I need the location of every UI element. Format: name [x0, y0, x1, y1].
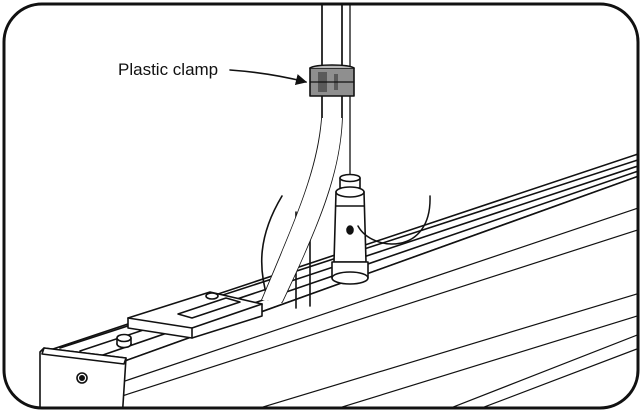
end-cap: [39, 347, 127, 408]
mounting-screw: [116, 333, 132, 349]
side-wire: [357, 195, 431, 245]
callout-label-plastic-clamp: Plastic clamp: [118, 60, 218, 79]
clamp-callout-arrow: [229, 69, 308, 85]
mounting-bracket: [127, 291, 263, 339]
plastic-clamp: [309, 64, 355, 97]
power-cable: [260, 195, 283, 301]
gripper-cylinder: [331, 173, 369, 285]
